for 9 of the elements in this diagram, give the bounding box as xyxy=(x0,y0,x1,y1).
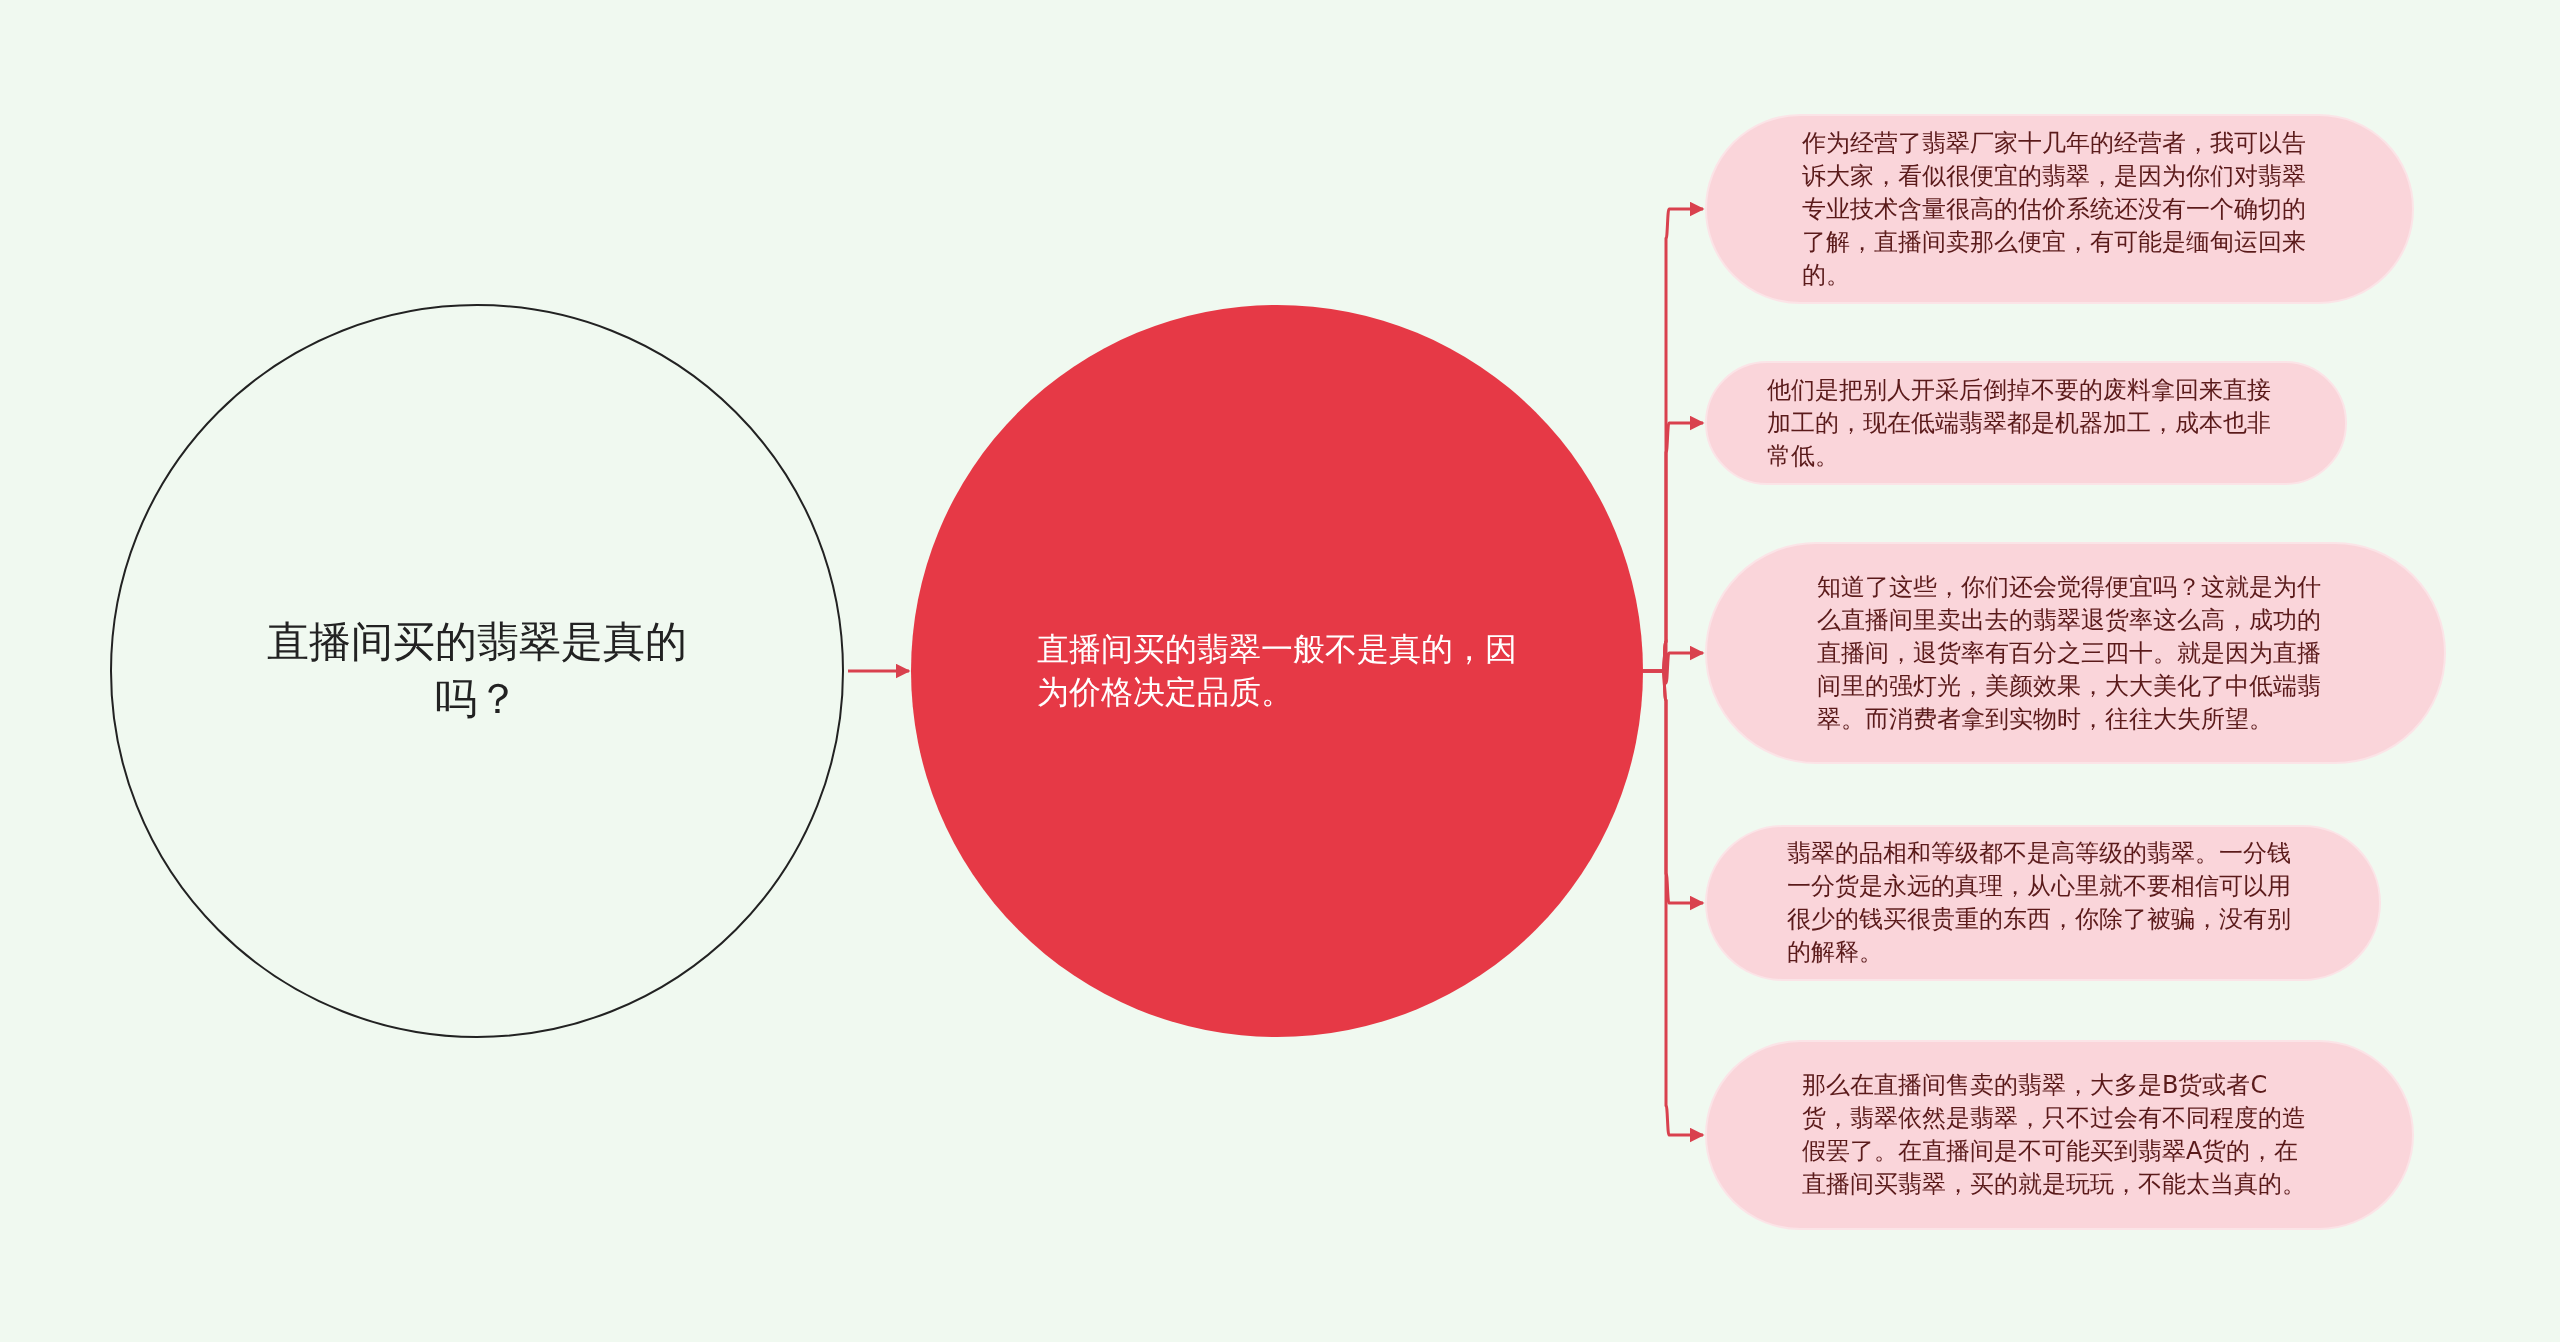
note-text: 知道了这些，你们还会觉得便宜吗？这就是为什么直播间里卖出去的翡翠退货率这么高，成功的直播间，退货率有百分之三四十。就是因为直播间里的强灯光，美颜效果，大大美化了中低端翡翠。而消费者拿到实物时，往往大失所望。 xyxy=(1817,571,2322,735)
note-text: 那么在直播间售卖的翡翠，大多是B货或者C货，翡翠依然是翡翠，只不过会有不同程度的造假罢了。在直播间是不可能买到翡翠A货的，在直播间买翡翠，买的就是玩玩，不能太当真的。 xyxy=(1802,1070,2307,1200)
note-text: 他们是把别人开采后倒掉不要的废料拿回来直接加工的，现在低端翡翠都是机器加工，成本也非常低。 xyxy=(1767,374,2272,472)
arrow xyxy=(848,663,911,679)
arrow xyxy=(1643,669,1705,1143)
question-text: 直播间买的翡翠是真的吗？ xyxy=(266,616,688,725)
answer-text: 直播间买的翡翠一般不是真的，因为价格决定品质。 xyxy=(1037,628,1518,713)
note-text: 翡翠的品相和等级都不是高等级的翡翠。一分钱一分货是永远的真理，从心里就不要相信可以用很少的钱买很贵重的东西，你除了被骗，没有别的解释。 xyxy=(1787,838,2292,968)
note-text: 作为经营了翡翠厂家十几年的经营者，我可以告诉大家，看似很便宜的翡翠，是因为你们对翡翠专业技术含量很高的估价系统还没有一个确切的了解，直播间卖那么便宜，有可能是缅甸运回来的。 xyxy=(1802,127,2307,291)
